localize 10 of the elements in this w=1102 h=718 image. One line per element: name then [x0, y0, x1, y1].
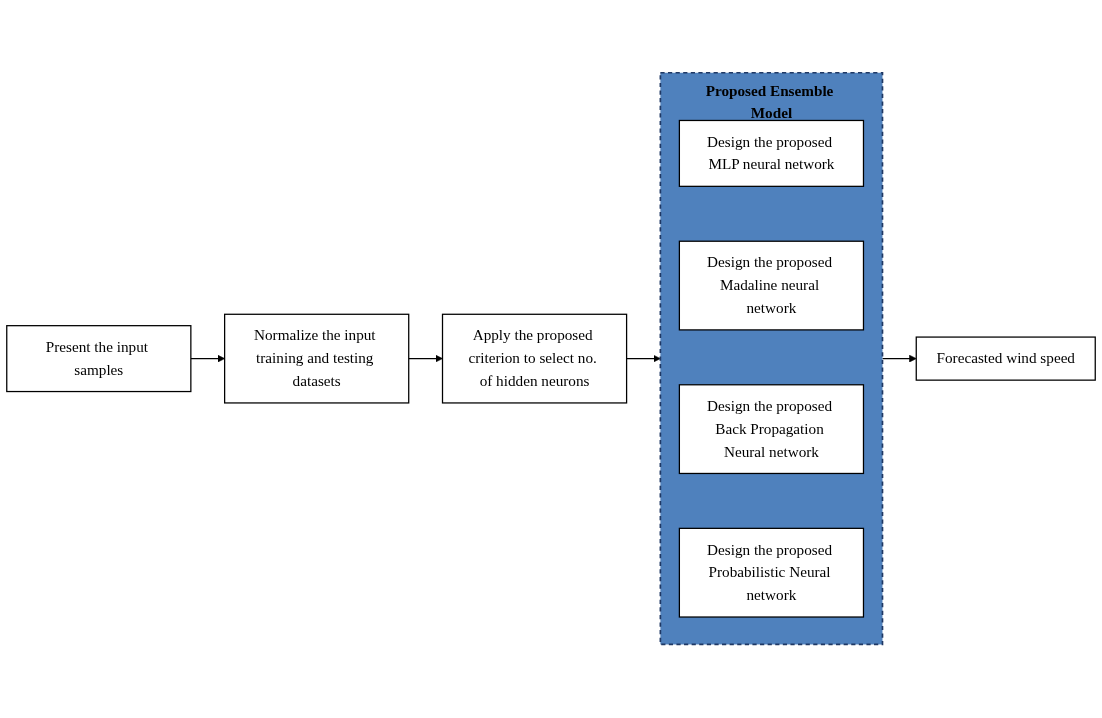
- node-box: Forecasted wind speed: [915, 336, 1096, 382]
- node-box: Design the proposed Probabilistic Neural network: [678, 528, 865, 619]
- node-box: Normalize the input training and testing datasets: [224, 314, 410, 404]
- arrow: [190, 355, 225, 363]
- arrow: [408, 355, 443, 363]
- node-box: Design the proposed MLP neural network: [678, 120, 865, 188]
- node-box: Design the proposed Madaline neural network: [678, 241, 865, 331]
- node-box: Present the input samples: [6, 325, 192, 393]
- node-box: Apply the proposed criterion to select no. of hidden neurons: [441, 314, 628, 404]
- node-box: Design the proposed Back Propagation Neural network: [678, 384, 865, 475]
